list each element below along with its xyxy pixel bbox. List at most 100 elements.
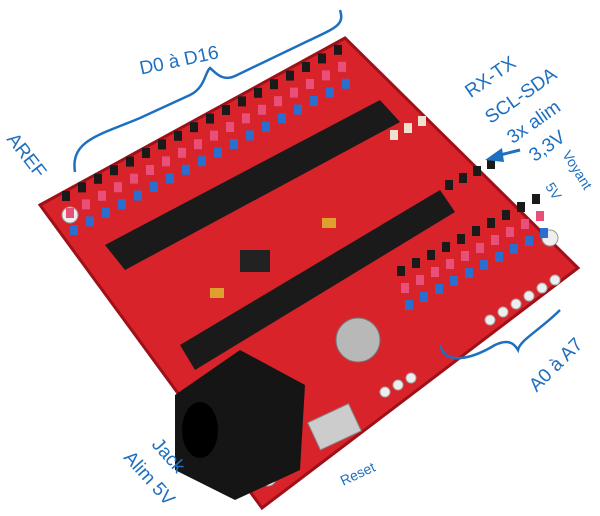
header-pin xyxy=(246,130,254,141)
header-pin xyxy=(465,268,473,278)
header-pin xyxy=(338,61,346,72)
header-pin xyxy=(198,156,206,167)
header-pin xyxy=(418,116,426,126)
header-pin xyxy=(174,130,182,141)
header-pin xyxy=(66,208,74,218)
header-pin xyxy=(142,148,150,158)
header-pin xyxy=(126,156,134,167)
power-jack xyxy=(175,350,305,500)
header-pin xyxy=(190,122,198,133)
header-pin xyxy=(416,275,424,285)
header-pin xyxy=(178,147,186,158)
header-pin xyxy=(420,292,428,302)
arrow-icon xyxy=(485,148,521,162)
header-pin xyxy=(459,173,467,183)
header-pin xyxy=(182,164,190,175)
nano-socket-left xyxy=(105,100,455,370)
header-pin xyxy=(94,173,102,184)
header-pin xyxy=(258,104,266,115)
analog-holes xyxy=(379,274,561,398)
header-pin xyxy=(476,243,484,253)
header-pin xyxy=(404,123,412,133)
header-pin xyxy=(230,139,238,149)
header-pin xyxy=(214,147,222,158)
header-pin xyxy=(412,258,420,268)
header-pin xyxy=(110,165,118,176)
analog-brace xyxy=(438,309,561,360)
header-pin xyxy=(226,122,234,132)
header-pin xyxy=(98,190,106,201)
header-pin xyxy=(487,218,495,228)
header-pin xyxy=(431,267,439,277)
header-pin xyxy=(427,250,435,260)
header-pin xyxy=(162,156,170,167)
header-pin xyxy=(322,70,330,81)
header-pin xyxy=(130,173,138,184)
header-pin xyxy=(306,79,314,89)
header-pin xyxy=(473,166,481,176)
header-pin xyxy=(461,251,469,261)
header-pin xyxy=(506,227,514,237)
header-pin xyxy=(495,252,503,262)
header-pin xyxy=(397,266,405,276)
header-pin xyxy=(405,300,413,310)
header-pin xyxy=(166,173,174,184)
header-pin xyxy=(310,96,318,106)
header-pin xyxy=(146,165,154,175)
header-pin xyxy=(445,180,453,190)
header-pin xyxy=(118,199,126,210)
header-pin xyxy=(270,79,278,90)
header-pin xyxy=(194,139,202,150)
header-pin xyxy=(480,260,488,270)
header-pin xyxy=(278,113,286,124)
header-pin xyxy=(502,210,510,220)
header-pin xyxy=(517,202,525,212)
header-pin xyxy=(286,70,294,81)
header-pin xyxy=(457,234,465,244)
header-pin xyxy=(536,211,544,221)
header-pin xyxy=(342,78,350,89)
header-pin xyxy=(150,182,158,192)
header-pin xyxy=(390,130,398,140)
header-pin xyxy=(435,284,443,294)
reset-button xyxy=(307,403,362,451)
regulator xyxy=(210,218,336,298)
header-pin xyxy=(326,87,334,98)
header-pin xyxy=(510,244,518,254)
header-pin xyxy=(78,182,86,193)
header-pin xyxy=(102,207,110,218)
pin-headers xyxy=(62,44,548,310)
header-pin xyxy=(525,236,533,246)
header-pin xyxy=(446,259,454,269)
header-pin xyxy=(334,44,342,55)
header-pin xyxy=(206,113,214,124)
capacitor xyxy=(335,317,381,363)
header-pin xyxy=(487,159,495,169)
header-pin xyxy=(158,139,166,150)
header-pin xyxy=(86,216,94,227)
header-pin xyxy=(318,53,326,64)
header-pin xyxy=(442,242,450,252)
header-pin xyxy=(294,104,302,115)
header-pin xyxy=(290,87,298,98)
header-pin xyxy=(62,191,70,201)
header-pin xyxy=(450,276,458,286)
header-pin xyxy=(401,283,409,293)
header-pin xyxy=(82,199,90,210)
digital-brace xyxy=(73,9,343,173)
header-pin xyxy=(521,219,529,229)
header-pin xyxy=(302,62,310,72)
header-pin xyxy=(70,225,78,235)
header-pin xyxy=(114,182,122,193)
header-pin xyxy=(532,194,540,204)
header-pin xyxy=(472,226,480,236)
header-pin xyxy=(262,121,270,132)
header-pin xyxy=(274,96,282,107)
header-pin xyxy=(210,130,218,141)
header-pin xyxy=(540,228,548,238)
header-pin xyxy=(134,190,142,201)
header-pin xyxy=(491,235,499,245)
header-pin xyxy=(222,105,230,115)
header-pin xyxy=(242,113,250,124)
